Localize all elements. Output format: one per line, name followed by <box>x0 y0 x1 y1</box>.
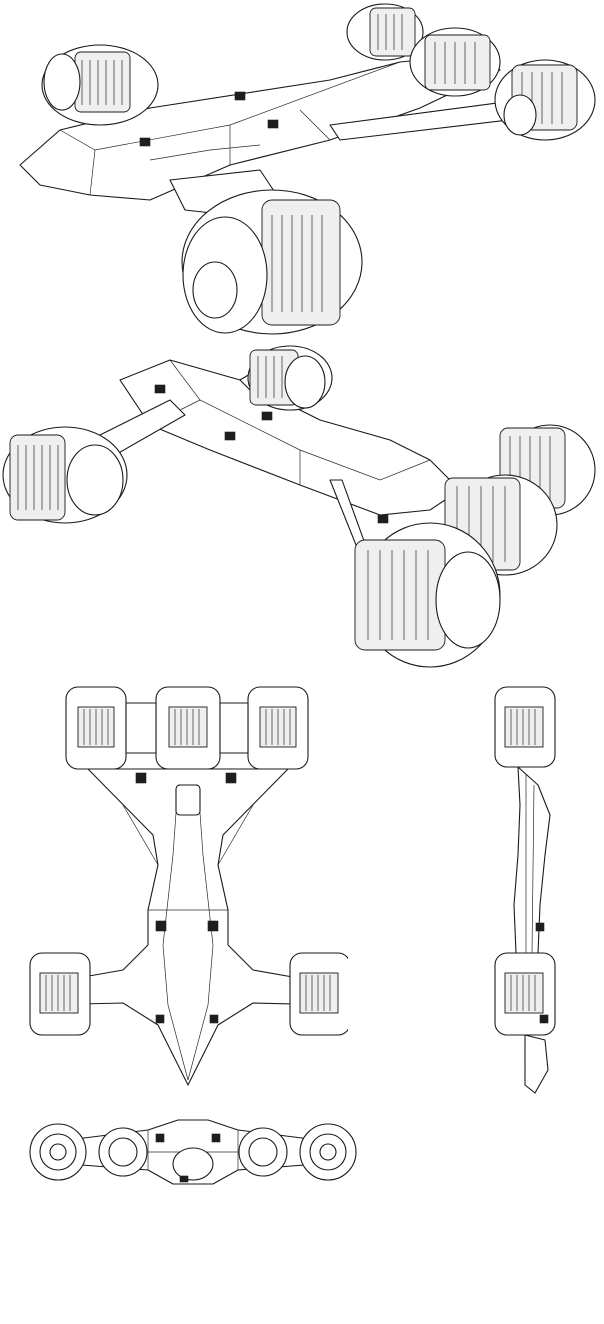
front-engine-pods <box>29 952 348 1036</box>
engine-pod-1b <box>346 3 424 61</box>
engine-pod-2a <box>2 426 128 524</box>
perspective-view-2 <box>2 345 596 668</box>
side-view <box>494 686 556 1094</box>
engine-pod-1e <box>181 189 363 335</box>
front-engine-wheels <box>29 1123 357 1181</box>
rear-engine-pods <box>65 686 309 770</box>
front-view <box>29 1119 357 1185</box>
side-hull <box>513 766 551 1094</box>
engine-pod-1c <box>409 27 501 97</box>
turret-details-2 <box>154 384 389 524</box>
turret-details-top <box>135 772 237 1024</box>
engine-pod-1d <box>494 59 596 141</box>
top-view <box>29 686 348 1086</box>
perspective-view-1 <box>19 3 596 335</box>
side-engine-pods <box>494 686 556 1036</box>
engine-pod-1a <box>41 44 159 126</box>
engine-pod-2e <box>354 522 501 668</box>
hull-top <box>37 768 339 1086</box>
engine-pod-2b <box>247 345 333 411</box>
